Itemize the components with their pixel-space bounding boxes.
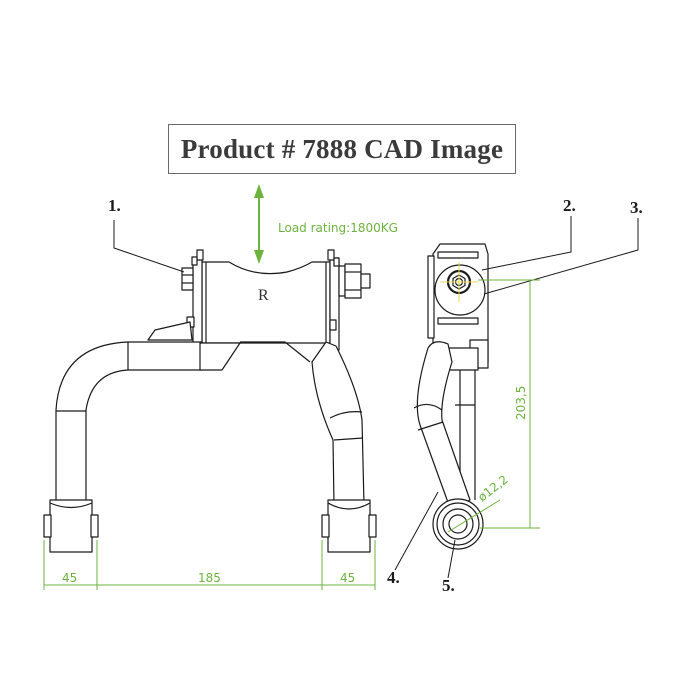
left-bushing: [43, 499, 99, 553]
dim-185: 185: [198, 571, 221, 585]
callout-5: 5.: [442, 576, 455, 595]
dim-height: 203,5: [514, 386, 528, 420]
callout-3: 3.: [630, 198, 643, 217]
upper-bracket: [201, 261, 331, 344]
dim-right-45: 45: [340, 571, 355, 585]
right-bushing: [321, 499, 377, 553]
load-arrow: [254, 184, 264, 264]
dim-left-45: 45: [62, 571, 77, 585]
dim-diameter: ø12,2: [475, 472, 510, 504]
leader-lines: [113, 216, 639, 579]
left-arm: [55, 341, 203, 506]
callout-2: 2.: [563, 196, 576, 215]
center-mark: R: [258, 287, 269, 304]
side-view: [413, 243, 489, 550]
callout-1: 1.: [108, 196, 121, 215]
load-rating-label: Load rating:1800KG: [278, 221, 398, 235]
right-arm: [311, 341, 365, 506]
title-box: Product # 7888 CAD Image: [168, 124, 516, 174]
callout-4: 4.: [387, 568, 400, 587]
